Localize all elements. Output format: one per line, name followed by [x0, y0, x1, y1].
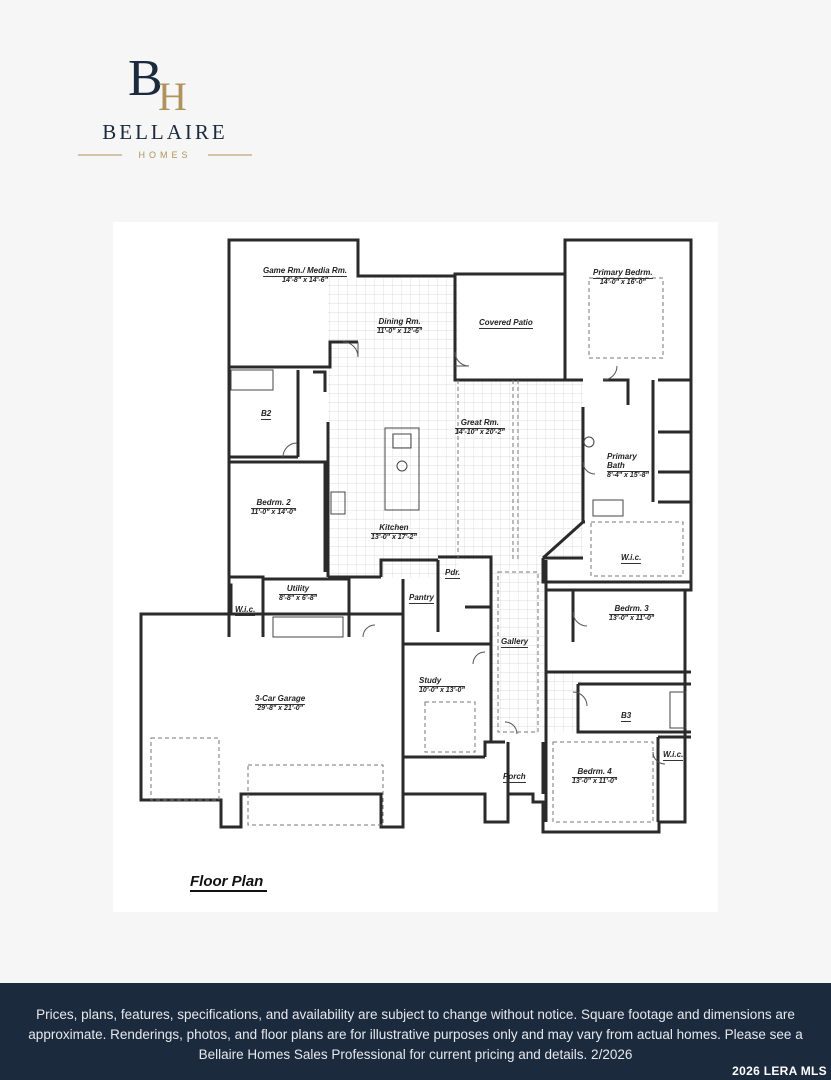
mls-watermark: 2026 LERA MLS	[732, 1064, 827, 1078]
room-label-bedroom-4-wic: W.i.c.	[663, 750, 684, 762]
floor-plan-title: Floor Plan	[190, 873, 268, 892]
room-label-b3: B3	[621, 711, 632, 723]
room-label-gallery: Gallery	[501, 637, 529, 649]
room-label-b2: B2	[261, 409, 272, 421]
bellaire-homes-logo: B H BELLAIRE HOMES	[70, 40, 260, 165]
logo-monogram-h: H	[158, 74, 187, 119]
room-label-covered-patio: Covered Patio	[479, 318, 533, 330]
disclaimer-footer: Prices, plans, features, specifications,…	[0, 983, 831, 1080]
room-label-great-room: Great Rm.14'-10" x 20'-2"	[455, 418, 505, 437]
room-label-primary-bedroom: Primary Bedrm.14'-0" x 16'-0"	[593, 268, 653, 287]
room-label-dining: Dining Rm.11'-0" x 12'-6"	[377, 317, 423, 336]
room-label-powder: Pdr.	[445, 568, 461, 580]
disclaimer-text: Prices, plans, features, specifications,…	[28, 1007, 803, 1062]
room-label-game-room: Game Rm./ Media Rm.14'-8" x 14'-6"	[263, 266, 348, 285]
room-label-primary-wic: W.i.c.	[621, 553, 642, 565]
logo-tagline: HOMES	[138, 150, 191, 160]
logo-brand-name: BELLAIRE	[102, 120, 227, 144]
room-label-pantry: Pantry	[409, 593, 434, 605]
floor-plan-drawing: Game Rm./ Media Rm.14'-8" x 14'-6" Dinin…	[113, 222, 718, 912]
room-label-bedroom-2-wic: W.i.c.	[235, 605, 256, 617]
room-label-porch: Porch	[503, 772, 526, 784]
logo-monogram-b: B	[128, 50, 163, 107]
